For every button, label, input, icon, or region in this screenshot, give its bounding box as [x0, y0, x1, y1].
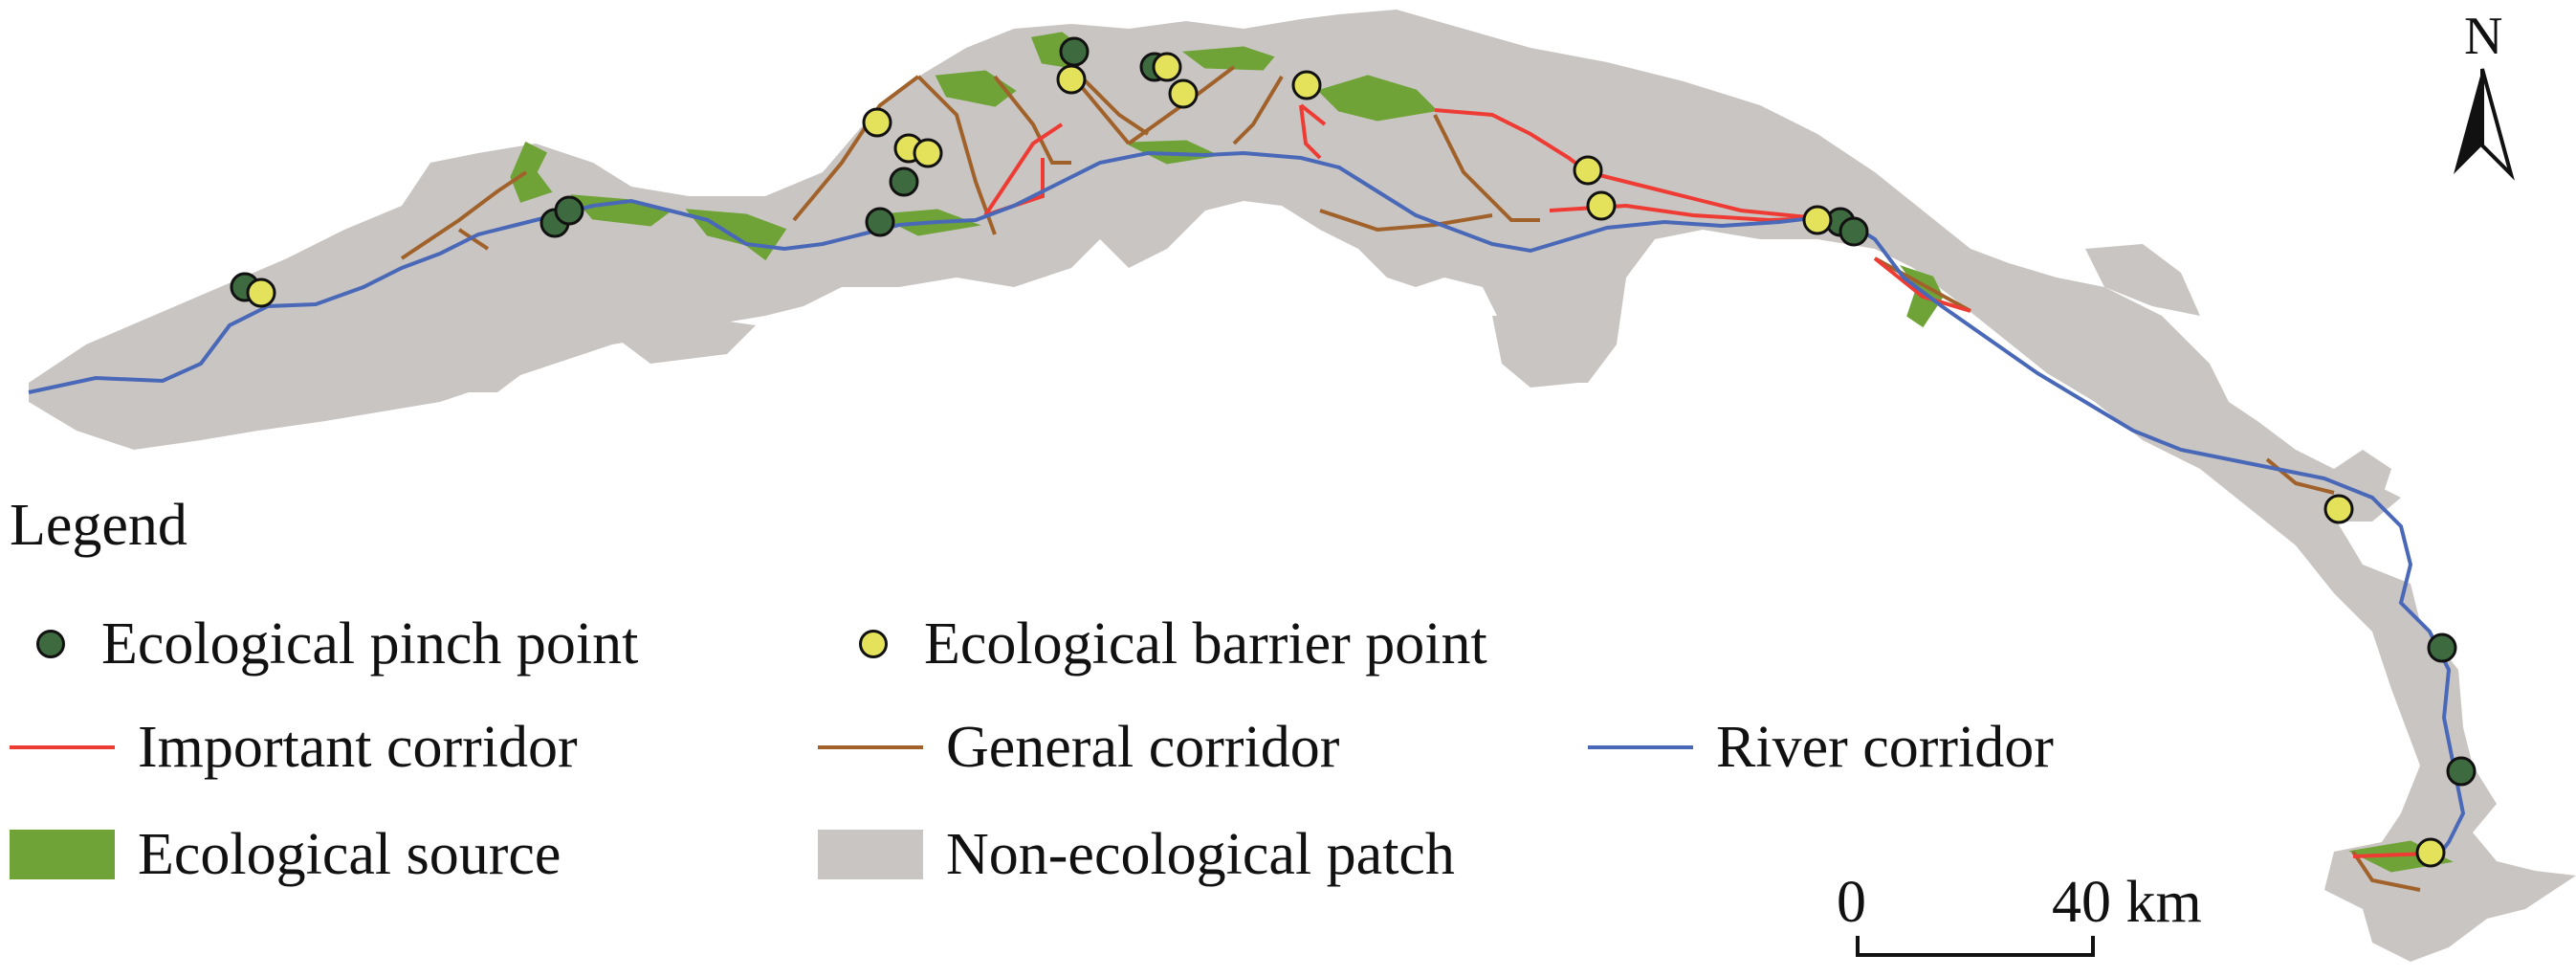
general-corridor-line: [916, 75, 997, 235]
barrier-point-layer: [246, 52, 2446, 868]
barrier-point-marker: [2323, 494, 2354, 524]
legend-label-ecological-source: Ecological source: [138, 822, 561, 887]
general-corridor-line: [400, 170, 528, 260]
legend-label-non-ecological-patch: Non-ecological patch: [946, 822, 1455, 887]
ecological-source-patch: [1181, 46, 1275, 71]
pinch-point-marker: [1059, 36, 1090, 67]
barrier-point-marker: [1056, 64, 1087, 95]
river-corridor-swatch: [1588, 745, 1693, 749]
general-corridor-line: [1433, 114, 1540, 222]
scale-end-label: 40 km: [2052, 870, 2202, 935]
legend-item-general-corridor: General corridor: [818, 718, 1339, 777]
north-label: N: [2464, 7, 2503, 66]
general-corridor-swatch: [818, 745, 923, 749]
pinch-point-marker: [865, 207, 895, 237]
ecological-source-swatch: [10, 830, 115, 879]
north-arrow-icon: [2454, 68, 2515, 181]
legend-item-important-corridor: Important corridor: [10, 718, 578, 777]
legend-title: Legend: [10, 493, 187, 558]
non-ecological-patch-west-islands: [440, 316, 756, 392]
ecological-source-patch: [510, 141, 553, 203]
legend-label-barrier-point: Ecological barrier point: [924, 611, 1487, 677]
important-corridor-line: [983, 122, 1064, 217]
general-corridor-line: [993, 75, 1071, 165]
important-corridor-line: [1299, 103, 1327, 160]
important-corridor-line: [1873, 256, 1971, 313]
pinch-point-marker: [1838, 216, 1869, 247]
pinch-point-icon: [36, 630, 65, 658]
river-corridor-line: [28, 150, 2466, 863]
legend-item-ecological-source: Ecological source: [10, 825, 561, 884]
general-corridor-line: [1874, 256, 1971, 313]
pinch-point-marker: [2427, 633, 2457, 663]
general-corridor-line: [457, 228, 490, 251]
legend-item-pinch-point: Ecological pinch point: [36, 614, 638, 674]
important-corridor-line: [1434, 108, 1590, 174]
legend-label-important-corridor: Important corridor: [138, 715, 578, 780]
general-corridor-line: [1319, 209, 1493, 233]
legend-item-non-ecological-patch: Non-ecological patch: [818, 825, 1455, 884]
barrier-point-marker: [1802, 205, 1833, 235]
barrier-point-marker: [913, 138, 943, 168]
important-corridor-line: [1587, 170, 1818, 220]
general-corridor-line: [1232, 75, 1284, 145]
ecological-source-patch: [935, 70, 1017, 107]
legend-item-barrier-point: Ecological barrier point: [859, 614, 1487, 674]
important-corridor-swatch: [10, 745, 115, 749]
barrier-point-marker: [2415, 837, 2446, 868]
barrier-point-marker: [1573, 155, 1603, 186]
general-corridor-line: [2351, 850, 2421, 892]
non-ecological-patch-east-islands: [2085, 244, 2200, 316]
legend-label-river-corridor: River corridor: [1716, 715, 2054, 780]
pinch-point-marker: [554, 195, 584, 226]
barrier-point-marker: [1168, 78, 1199, 109]
non-ecological-patch-south-lobe: [1492, 316, 1607, 388]
barrier-point-marker: [246, 278, 276, 308]
general-corridor-line: [792, 75, 920, 222]
non-ecological-patch-swatch: [818, 830, 923, 879]
barrier-point-marker: [1152, 52, 1182, 82]
scale-start-label: 0: [1837, 870, 1866, 935]
legend-label-pinch-point: Ecological pinch point: [101, 611, 639, 677]
legend-item-river-corridor: River corridor: [1588, 718, 2054, 777]
barrier-point-marker: [1586, 190, 1617, 221]
barrier-point-marker: [1291, 70, 1322, 100]
legend-label-general-corridor: General corridor: [946, 715, 1340, 780]
scale-bar: [1856, 936, 2095, 957]
barrier-point-icon: [859, 630, 888, 658]
pinch-point-marker: [889, 167, 919, 197]
pinch-point-marker: [2446, 756, 2477, 787]
non-ecological-patch-main: [29, 10, 2576, 962]
non-ecological-patch-layer: [29, 10, 2576, 962]
barrier-point-marker: [862, 107, 892, 138]
